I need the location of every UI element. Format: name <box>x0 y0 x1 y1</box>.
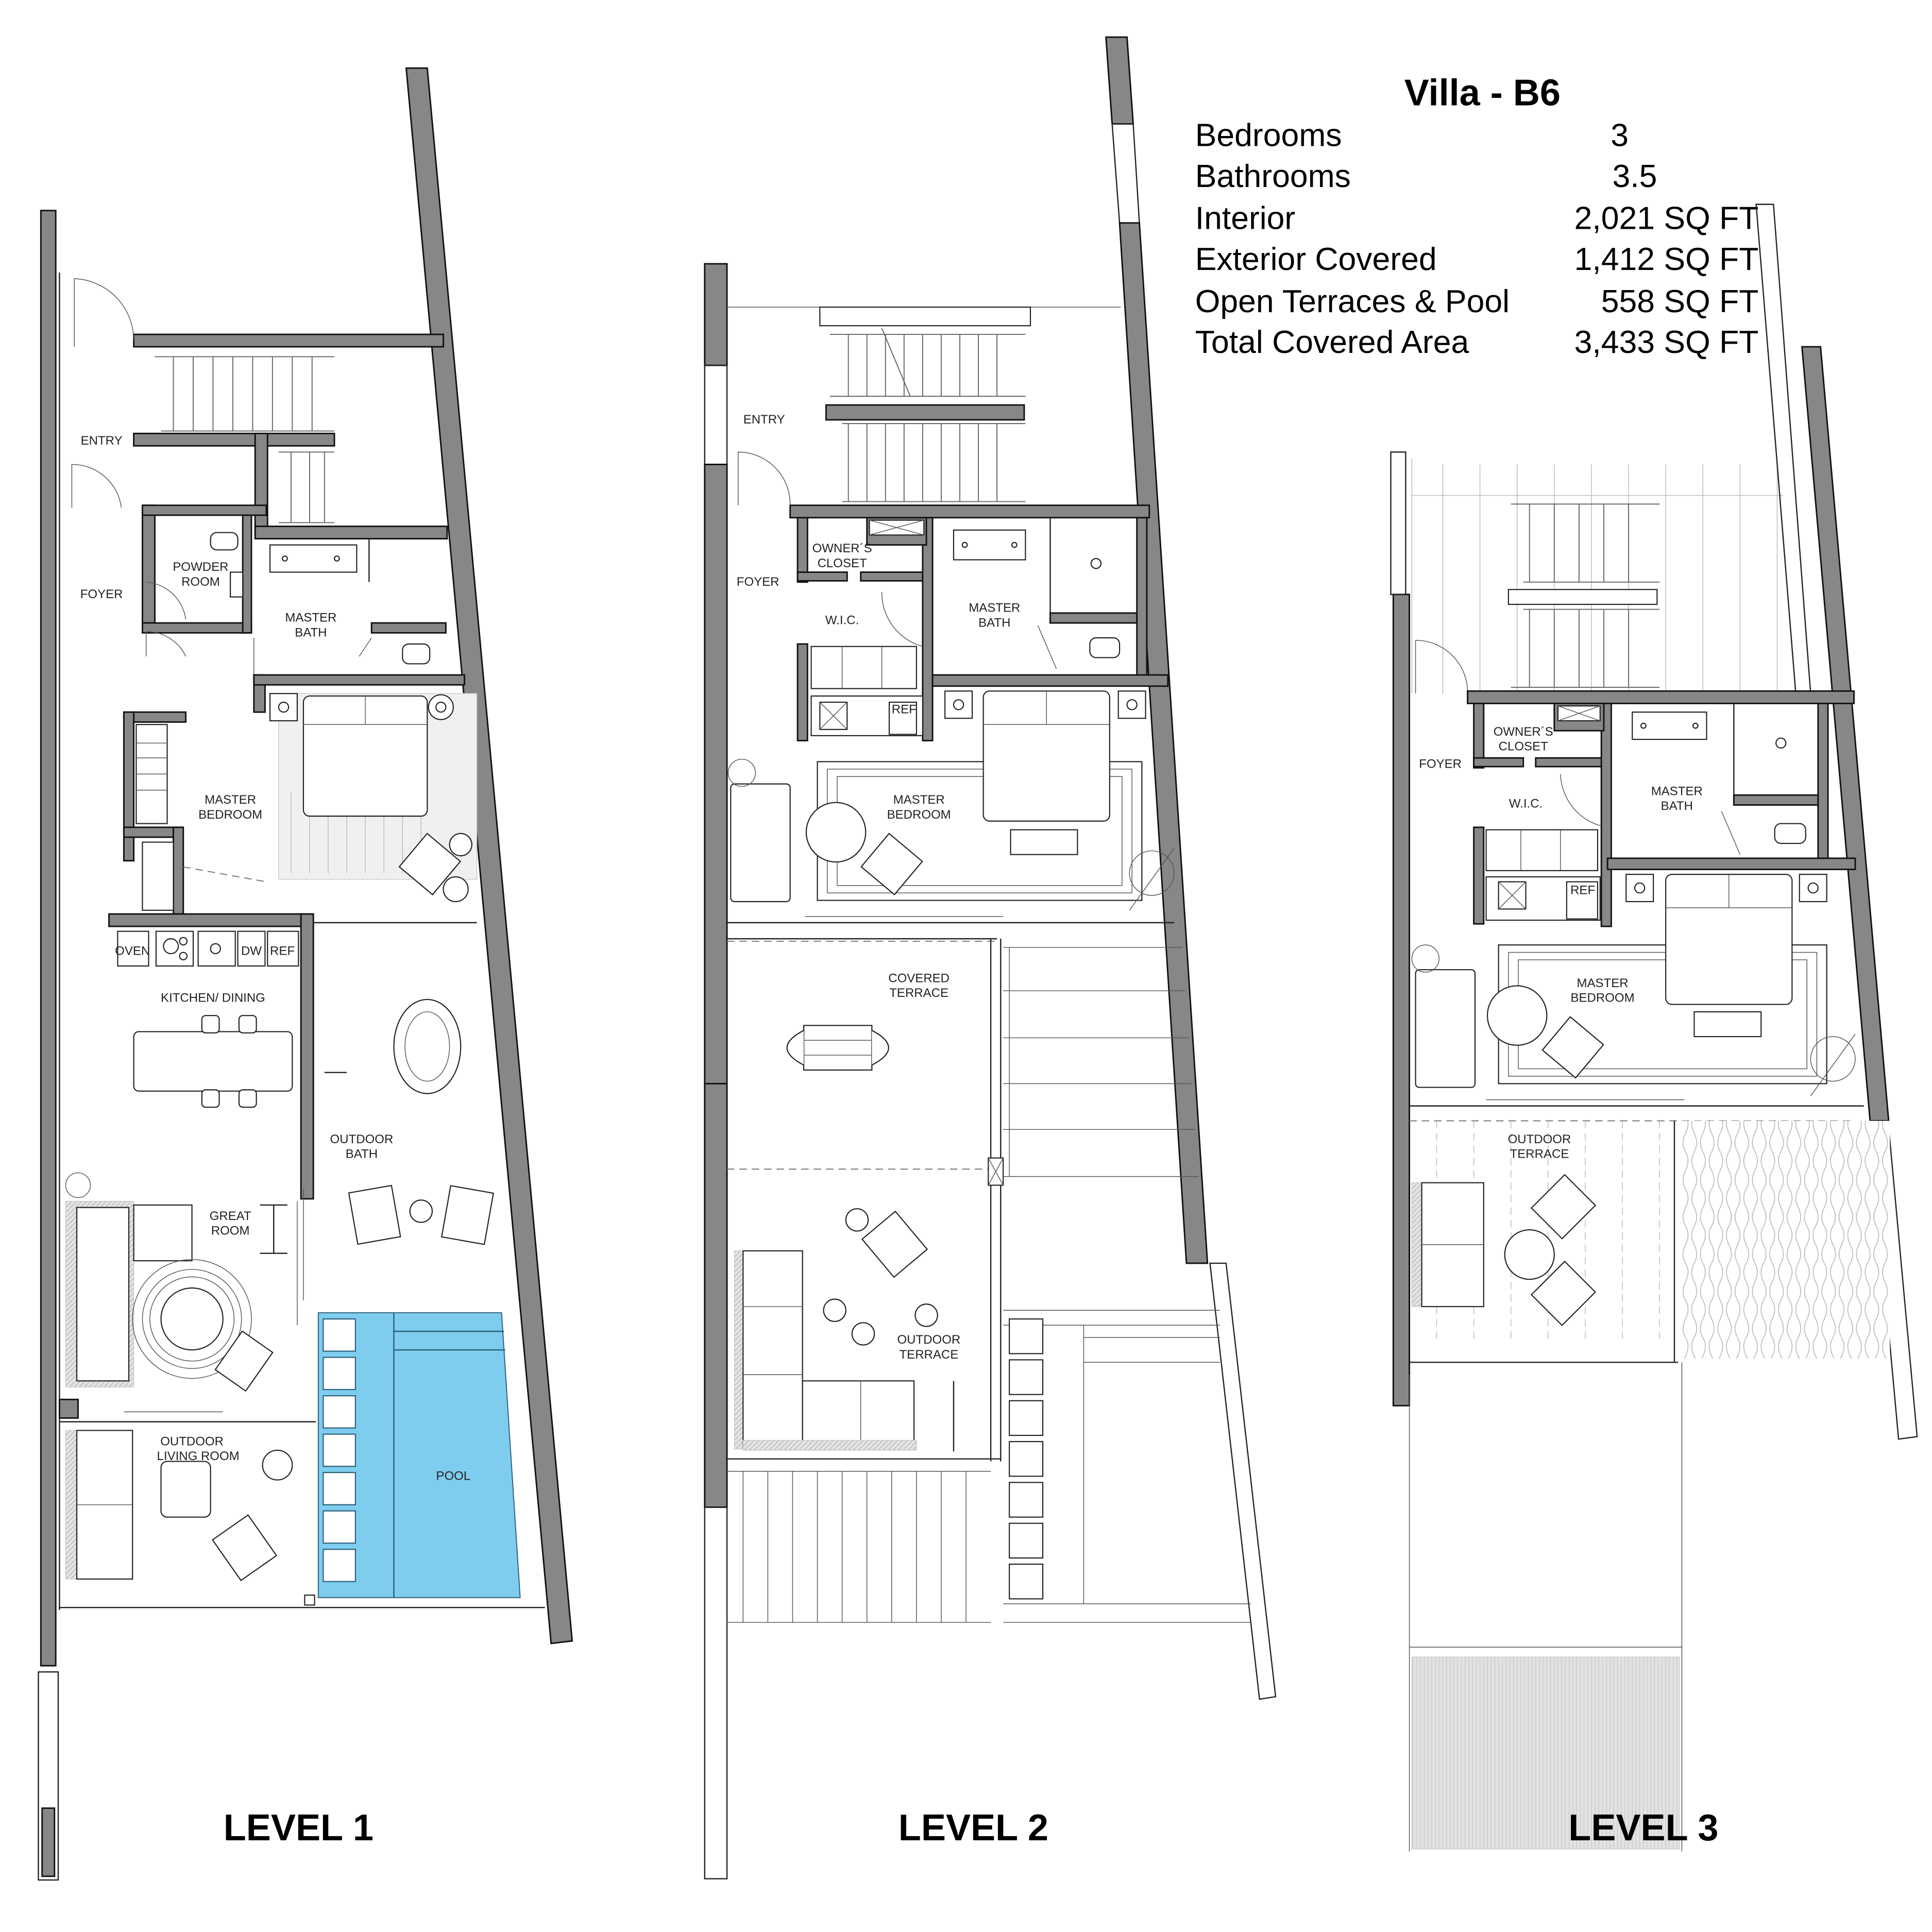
room-label: ENTRY <box>743 413 785 427</box>
room-label: OUTDOOR <box>897 1333 961 1347</box>
room-label: CLOSET <box>1499 740 1548 754</box>
level-label: LEVEL 2 <box>899 1807 1048 1849</box>
room-label: POWDER <box>173 560 228 574</box>
room-label: CLOSET <box>818 556 867 570</box>
room-label: BATH <box>978 616 1010 630</box>
room-label: BEDROOM <box>1571 991 1635 1005</box>
room-label: ROOM <box>181 575 220 589</box>
villa-title: Villa - B6 <box>1404 72 1561 113</box>
room-label: FOYER <box>737 575 779 589</box>
spec-value: 3.5 <box>1612 158 1657 194</box>
room-label: OUTDOOR <box>160 1434 224 1448</box>
room-label: OWNER´S <box>812 541 872 555</box>
room-label: MASTER <box>969 601 1020 615</box>
level-label: LEVEL 3 <box>1568 1807 1718 1849</box>
spec-label: Bedrooms <box>1195 117 1342 154</box>
spec-label: Interior <box>1195 200 1296 236</box>
room-label: MASTER <box>205 793 256 807</box>
room-label: OWNER´S <box>1494 725 1553 739</box>
appliance-label: OVEN <box>115 944 150 958</box>
wall <box>405 67 573 1645</box>
room-label: BEDROOM <box>198 808 262 822</box>
room-label: LIVING ROOM <box>157 1449 240 1463</box>
level-label: LEVEL 1 <box>224 1807 374 1849</box>
spec-label: Open Terraces & Pool <box>1195 283 1510 319</box>
room-label: MASTER <box>1577 976 1629 990</box>
spec-block: Villa - B6 Bedrooms 3 Bathrooms 3.5 Inte… <box>1195 72 1759 360</box>
appliance-label: REF <box>270 944 295 958</box>
room-label: MASTER <box>1651 784 1703 798</box>
room-label: W.I.C. <box>825 614 859 628</box>
room-label: TERRACE <box>1510 1147 1569 1161</box>
room-label: BATH <box>346 1147 378 1161</box>
room-label: BATH <box>295 626 327 640</box>
room-label: ENTRY <box>81 434 123 448</box>
room-label: MASTER <box>285 611 336 625</box>
pool <box>317 1312 521 1598</box>
room-label: TERRACE <box>900 1348 959 1362</box>
room-label: ROOM <box>211 1224 250 1238</box>
room-label: GREAT <box>210 1209 251 1223</box>
spec-value: 558 SQ FT <box>1601 283 1759 319</box>
appliance-label: REF <box>1570 884 1595 897</box>
spec-value: 1,412 SQ FT <box>1574 241 1759 277</box>
room-label: COVERED <box>888 971 950 985</box>
room-label: POOL <box>436 1469 470 1483</box>
spec-value: 3 <box>1611 117 1629 154</box>
room-label: FOYER <box>1419 757 1462 771</box>
room-label: TERRACE <box>889 986 948 1000</box>
room-label: OUTDOOR <box>1508 1132 1571 1146</box>
room-label: OUTDOOR <box>330 1132 394 1146</box>
appliance-label: DW <box>241 944 262 958</box>
room-label: MASTER <box>893 793 945 807</box>
spec-label: Exterior Covered <box>1195 241 1437 277</box>
level-3-plan: REF <box>1390 204 1918 1852</box>
room-label: BEDROOM <box>887 808 951 822</box>
level-2-plan: REF <box>704 36 1277 1879</box>
spec-value: 3,433 SQ FT <box>1574 324 1759 360</box>
appliance-label: REF <box>892 703 917 717</box>
spec-label: Bathrooms <box>1195 158 1351 194</box>
room-label: W.I.C. <box>1509 796 1543 810</box>
room-label: KITCHEN/ DINING <box>161 991 265 1005</box>
wall <box>40 210 57 1667</box>
spec-value: 2,021 SQ FT <box>1574 200 1759 236</box>
room-label: BATH <box>1661 799 1693 813</box>
room-label: FOYER <box>80 587 123 601</box>
level-1-plan: OVEN DW REF <box>38 67 573 1881</box>
spec-label: Total Covered Area <box>1195 324 1469 360</box>
